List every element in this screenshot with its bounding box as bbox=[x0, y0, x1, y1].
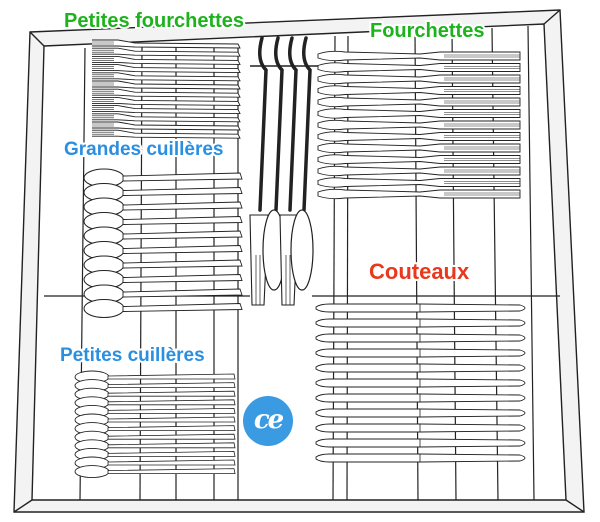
fork-icon bbox=[92, 88, 241, 98]
fork-icon bbox=[317, 154, 521, 165]
fork-icon bbox=[317, 73, 521, 85]
spoon-icon bbox=[83, 255, 243, 275]
fork-icon bbox=[317, 177, 521, 188]
fork-icon bbox=[317, 165, 521, 177]
label-grandes-cuilleres: Grandes cuillères bbox=[62, 137, 225, 162]
fork-icon bbox=[92, 39, 241, 49]
fork-icon bbox=[92, 113, 241, 123]
ce-logo-text: ce bbox=[253, 404, 284, 435]
label-petites-cuilleres: Petites cuillères bbox=[58, 343, 207, 368]
label-petites-fourchettes: Petites fourchettes bbox=[62, 8, 246, 34]
fork-icon bbox=[92, 96, 241, 106]
fork-icon bbox=[92, 129, 241, 139]
spoon-icon bbox=[83, 197, 243, 217]
knife-icon bbox=[315, 408, 526, 418]
knives-group bbox=[315, 303, 526, 463]
knife-icon bbox=[315, 333, 526, 343]
knife-icon bbox=[315, 423, 526, 433]
fork-icon bbox=[317, 50, 521, 62]
knife-icon bbox=[315, 393, 526, 403]
spoon-icon bbox=[83, 168, 243, 188]
spoon-icon bbox=[83, 183, 243, 202]
label-couteaux: Couteaux bbox=[367, 257, 471, 286]
grid-rod bbox=[414, 31, 419, 501]
spoon-icon bbox=[83, 284, 243, 304]
spoon-icon bbox=[83, 241, 243, 260]
fork-icon bbox=[317, 85, 521, 96]
fork-icon bbox=[317, 96, 521, 108]
grid-rod bbox=[491, 27, 499, 501]
fork-icon bbox=[317, 119, 521, 131]
spoon-icon bbox=[83, 226, 243, 246]
label-fourchettes: Fourchettes bbox=[368, 18, 486, 44]
large-spoons-group bbox=[83, 168, 243, 318]
small-spoons-group bbox=[74, 370, 236, 479]
fork-icon bbox=[317, 108, 521, 119]
fork-icon bbox=[92, 80, 241, 90]
forks-group bbox=[317, 50, 521, 200]
fork-icon bbox=[92, 105, 241, 115]
grid-rod bbox=[451, 29, 457, 501]
spoon-icon bbox=[74, 447, 236, 461]
knife-icon bbox=[315, 363, 526, 373]
spoon-icon bbox=[74, 439, 236, 453]
grid-rod bbox=[139, 45, 143, 501]
hanging-serving-utensils bbox=[249, 36, 318, 306]
ce-logo-icon: ce bbox=[243, 396, 293, 446]
fork-icon bbox=[92, 64, 241, 74]
fork-icon bbox=[92, 47, 241, 57]
fork-icon bbox=[92, 72, 241, 82]
knife-icon bbox=[315, 438, 526, 448]
fork-icon bbox=[317, 142, 521, 154]
knife-icon bbox=[315, 348, 526, 358]
fork-icon bbox=[317, 131, 521, 142]
fork-icon bbox=[92, 55, 241, 65]
spoon-icon bbox=[83, 270, 243, 289]
spoon-icon bbox=[83, 299, 243, 318]
knife-icon bbox=[315, 378, 526, 388]
fork-icon bbox=[317, 188, 521, 200]
knife-icon bbox=[315, 303, 526, 313]
spoon-icon bbox=[74, 387, 236, 401]
small-forks-group bbox=[92, 39, 241, 139]
knife-icon bbox=[315, 318, 526, 328]
spoon-icon bbox=[83, 212, 243, 231]
grid-rod bbox=[527, 25, 535, 501]
fork-icon bbox=[317, 62, 521, 73]
spoon-icon bbox=[74, 465, 236, 479]
knife-icon bbox=[315, 453, 526, 463]
fork-icon bbox=[92, 121, 241, 131]
spoon-icon bbox=[290, 36, 314, 291]
